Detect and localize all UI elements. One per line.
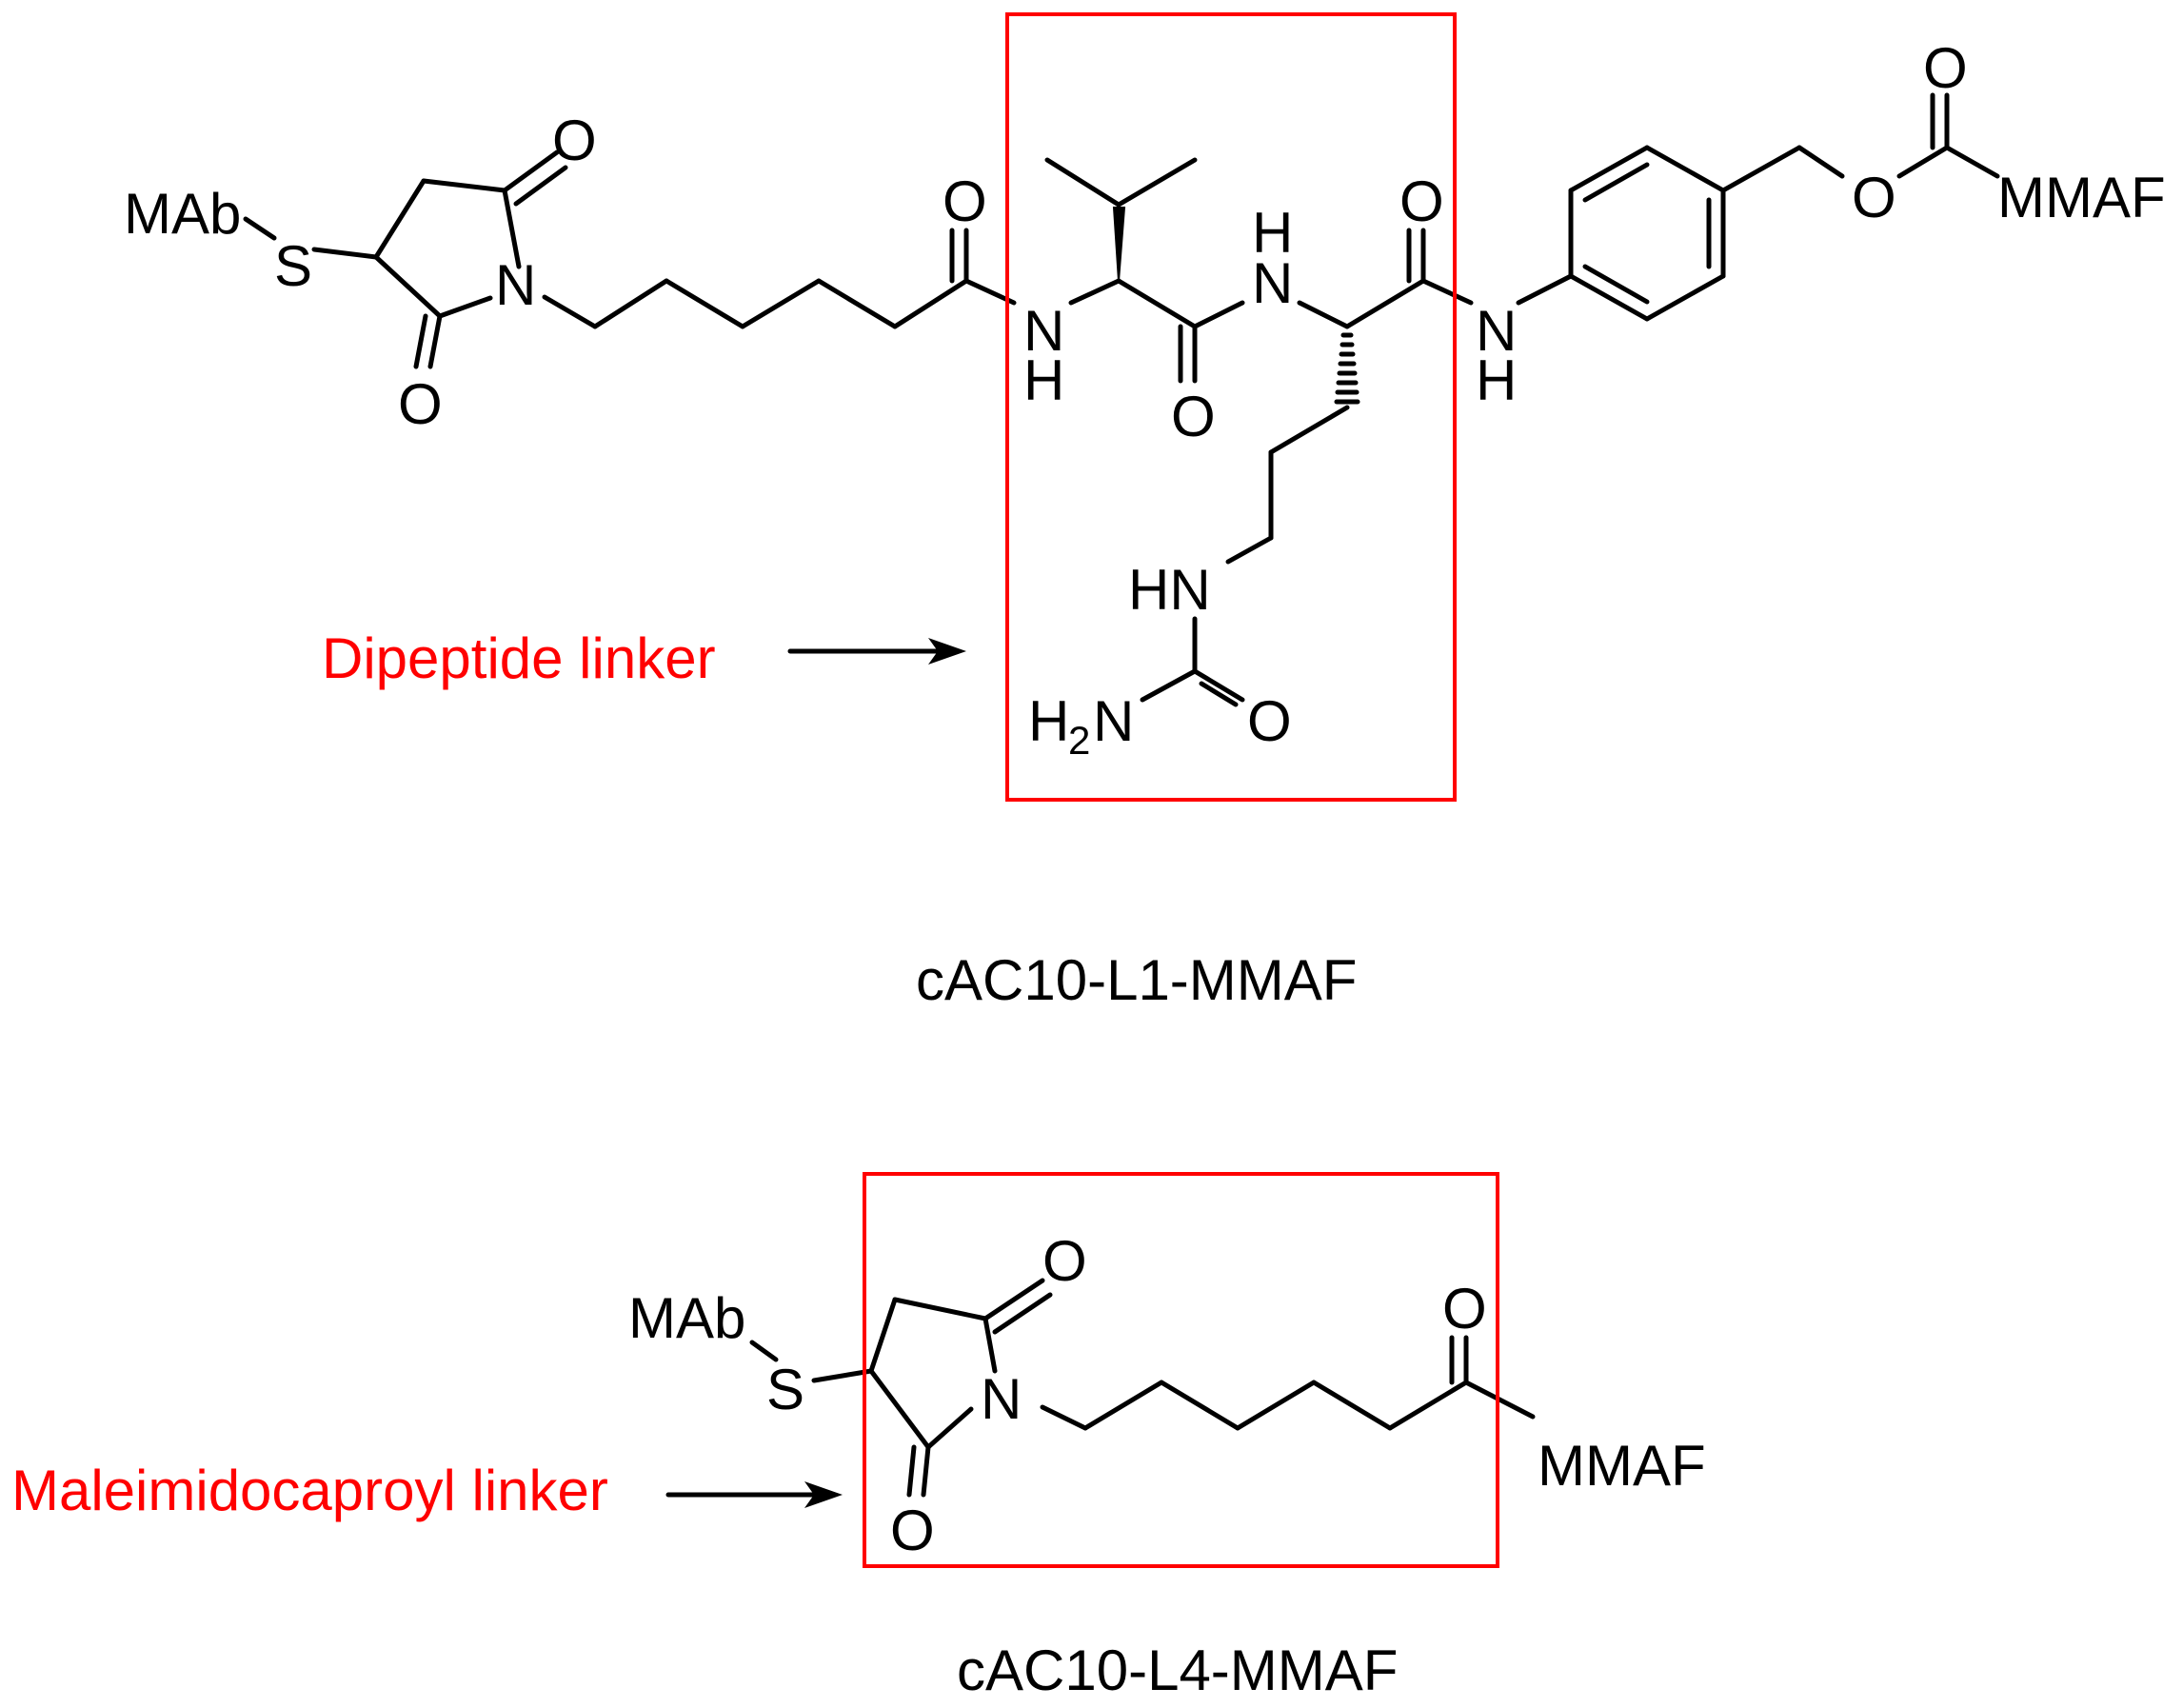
- atom-o-caproyl: O: [943, 169, 987, 233]
- atom-o-ring-bottom: O: [890, 1499, 935, 1562]
- maleimidocaproyl-highlight-box: [863, 1172, 1499, 1568]
- atom-h2n-n: N: [1093, 689, 1134, 753]
- atom-h2n-h: H: [1028, 689, 1069, 753]
- caption-l1-mmaf: cAC10-L1-MMAF: [916, 948, 1357, 1012]
- structure-l1-bonds: [243, 92, 2000, 707]
- atom-nh-val-n: N: [1023, 299, 1064, 363]
- hashed-wedge-bond: [1334, 332, 1360, 405]
- atom-o-ring-top: O: [1042, 1229, 1087, 1293]
- atom-s: S: [274, 234, 312, 298]
- atom-o-caproyl: O: [1442, 1277, 1487, 1341]
- atom-o-ring-top: O: [552, 109, 597, 172]
- atom-o-carbonyl: O: [1923, 36, 1968, 100]
- atom-h2n-subscript: 2: [1068, 718, 1090, 763]
- dipeptide-linker-label: Dipeptide linker: [322, 626, 716, 690]
- caption-l4-mmaf: cAC10-L4-MMAF: [957, 1638, 1398, 1702]
- structure-l4-atoms: MAb S N O O O MMAF: [628, 1229, 1706, 1562]
- atom-o-urea: O: [1247, 689, 1292, 753]
- atom-n-ring: N: [495, 253, 536, 317]
- atom-o-cit: O: [1399, 169, 1444, 233]
- atom-mmaf: MMAF: [1538, 1434, 1706, 1498]
- atom-o-ring-bottom: O: [398, 372, 443, 436]
- atom-mab: MAb: [628, 1286, 745, 1350]
- atom-nh-cit-n: N: [1252, 251, 1293, 315]
- atom-o-val: O: [1171, 385, 1216, 448]
- structure-l1-atoms: MAb S N O O O N H O H N O HN H 2 N O N H…: [124, 36, 2166, 763]
- atom-o-ester: O: [1852, 166, 1896, 229]
- atom-s: S: [766, 1358, 804, 1421]
- atom-mab: MAb: [124, 182, 241, 246]
- atom-nh-pab-n: N: [1476, 299, 1517, 363]
- dipeptide-callout-arrow: [787, 638, 966, 665]
- atom-mmaf: MMAF: [1997, 166, 2166, 229]
- structure-l4-bonds: [749, 1278, 1536, 1498]
- atom-n-ring: N: [981, 1367, 1022, 1431]
- structure-l4-mmaf: MAb S N O O O MMAF Maleimidocaproyl link…: [11, 1172, 1706, 1702]
- structure-l1-mmaf: MAb S N O O O N H O H N O HN H 2 N O N H…: [124, 12, 2166, 1012]
- atom-nh-val-h: H: [1023, 348, 1064, 412]
- dipeptide-highlight-box: [1005, 12, 1457, 802]
- maleimidocaproyl-callout-arrow: [665, 1481, 843, 1508]
- atom-nh-pab-h: H: [1476, 348, 1517, 412]
- maleimidocaproyl-linker-label: Maleimidocaproyl linker: [11, 1459, 608, 1522]
- atom-nh-urea: HN: [1128, 558, 1211, 622]
- atom-nh-cit-h: H: [1252, 201, 1293, 265]
